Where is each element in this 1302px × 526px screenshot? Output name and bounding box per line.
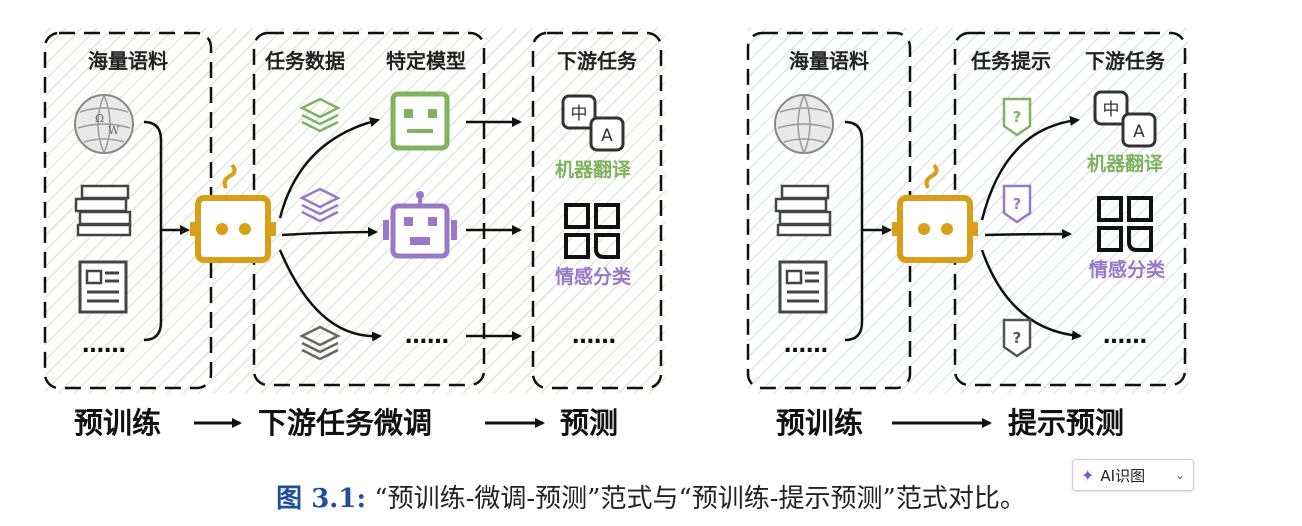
right-newspaper-icon [778, 260, 828, 314]
right-task-prompt-title: 任务提示 [970, 49, 1051, 73]
sparkle-icon: ✦ [1081, 465, 1095, 485]
right-sentiment-label: 情感分类 [1089, 258, 1165, 281]
left-task-dots: …… [572, 324, 616, 349]
svg-text:W: W [108, 124, 120, 137]
task-prompt-icon-purple: ? [1002, 184, 1032, 224]
right-flow-prompt-predict: 提示预测 [1008, 406, 1124, 440]
svg-text:Ω: Ω [95, 112, 104, 125]
left-corpus-title: 海量语料 [88, 49, 168, 73]
left-model-dots: …… [405, 324, 449, 349]
newspaper-icon [78, 260, 128, 314]
left-machine-translation-label: 机器翻译 [555, 158, 632, 181]
classification-grid-icon [564, 203, 620, 259]
right-wikipedia-globe-icon [774, 94, 834, 154]
task-prompt-icon-green: ? [1002, 97, 1032, 137]
svg-text:A: A [1133, 122, 1145, 142]
right-downstream-title: 下游任务 [1085, 49, 1166, 73]
svg-text:A: A [601, 126, 613, 146]
right-translation-icon: 中 A [1093, 90, 1157, 148]
left-flow-finetune: 下游任务微调 [258, 406, 432, 440]
right-task-dots: …… [1103, 324, 1147, 349]
left-sentiment-label: 情感分类 [555, 265, 631, 288]
left-corpus-dots: …… [82, 333, 126, 358]
task-data-layers-icon-green [299, 97, 341, 133]
right-flow-pretrain: 预训练 [776, 406, 863, 440]
left-arrow-to-model1 [278, 117, 380, 219]
svg-text:?: ? [1013, 108, 1022, 126]
pretrained-model-robot-icon [190, 163, 276, 263]
ai-image-recognition-button[interactable]: ✦ AI识图 ⌄ [1072, 459, 1194, 491]
right-arrow-to-sentiment [984, 229, 1072, 240]
figure-caption: 图 3.1: “预训练-微调-预测”范式与“预训练-提示预测”范式对比。 [0, 478, 1302, 515]
specific-model-green-icon [390, 91, 450, 151]
specific-model-purple-icon [383, 191, 457, 259]
books-icon [74, 184, 132, 237]
task-data-layers-icon-purple [299, 187, 341, 223]
left-downstream-title: 下游任务 [557, 49, 638, 73]
task-prompt-icon-grey: ? [1002, 318, 1032, 358]
figure-caption-text: “预训练-微调-预测”范式与“预训练-提示预测”范式对比。 [374, 484, 1026, 514]
left-task-data-title: 任务数据 [264, 49, 345, 73]
right-arrow-to-translation [980, 115, 1080, 221]
translation-icon: 中 A [561, 94, 625, 152]
svg-text:?: ? [1013, 195, 1022, 213]
svg-text:中: 中 [571, 104, 588, 124]
figure-number: 图 3.1: [276, 484, 367, 514]
ai-button-label: AI识图 [1100, 466, 1146, 485]
right-corpus-dots: …… [784, 333, 828, 358]
right-corpus-title: 海量语料 [789, 49, 869, 73]
right-arrow-to-more [980, 249, 1082, 341]
svg-text:?: ? [1013, 329, 1022, 347]
left-panel-background [45, 28, 665, 393]
right-classification-grid-icon [1097, 196, 1153, 252]
task-data-layers-icon-grey [299, 325, 341, 361]
right-machine-translation-label: 机器翻译 [1087, 152, 1164, 175]
left-flow-predict: 预测 [560, 406, 618, 440]
left-arrow-to-model2 [281, 227, 378, 238]
left-flow-pretrain: 预训练 [74, 406, 161, 440]
svg-text:中: 中 [1103, 100, 1120, 120]
right-books-icon [774, 184, 832, 237]
left-downstream-box [531, 31, 663, 390]
left-arrow-to-more [278, 249, 382, 342]
left-corpus-box [43, 31, 213, 390]
left-specific-model-title: 特定模型 [386, 49, 466, 73]
wikipedia-globe-icon: Ω W [74, 94, 134, 154]
right-pretrained-model-robot-icon [892, 163, 978, 263]
chevron-down-icon: ⌄ [1174, 468, 1185, 482]
